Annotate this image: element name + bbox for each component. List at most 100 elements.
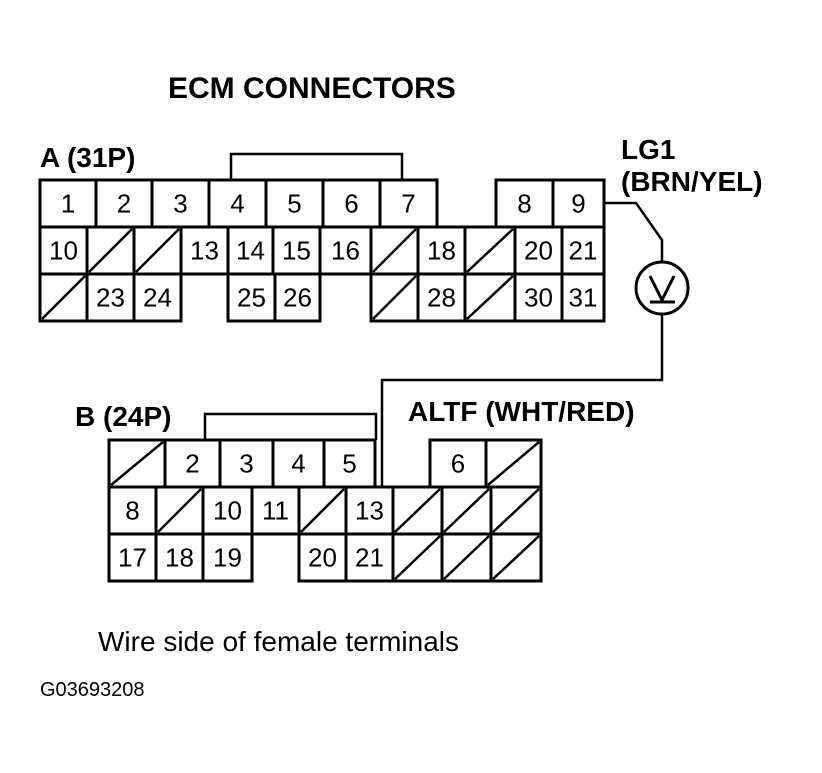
- connector-b-pin-cell: 6: [428, 438, 488, 489]
- connector-a-pin-number: 31: [569, 283, 598, 313]
- unused-terminal-slash: [372, 275, 417, 320]
- connector-a-pin-cell: 28: [416, 272, 467, 323]
- connector-b-unused-cell: [154, 485, 205, 536]
- connector-b-pin-number: 21: [355, 543, 384, 573]
- connector-a-unused-cell: [38, 272, 89, 323]
- connector-b-unused-cell: [484, 438, 543, 489]
- connector-b-pin-cell: 20: [297, 532, 348, 583]
- connector-b-unused-cell: [391, 532, 444, 583]
- connector-a-pin-number: 8: [517, 189, 531, 219]
- connector-b-pin-cell: 17: [107, 532, 158, 583]
- connector-a-label: A (31P): [40, 142, 135, 173]
- unused-terminal-slash: [492, 488, 540, 533]
- connector-b-pin-number: 20: [308, 543, 337, 573]
- connector-a-pin-cell: 31: [560, 272, 606, 323]
- connector-a-pin-cell: 20: [513, 225, 564, 276]
- connector-b-pin-cell: 8: [107, 485, 158, 536]
- lg1-label: LG1: [621, 134, 675, 165]
- connector-b-pin-cell: 21: [344, 532, 395, 583]
- connector-a-unused-cell: [463, 272, 517, 323]
- connector-b-pin-number: 2: [185, 449, 199, 479]
- connector-b-pin-number: 18: [165, 543, 194, 573]
- unused-terminal-slash: [110, 441, 164, 486]
- connector-b-pin-cell: 3: [218, 438, 275, 489]
- connector-a-pin-cell: 13: [179, 225, 230, 276]
- connector-a-pin-cell: 24: [132, 272, 183, 323]
- connector-b-pin-number: 17: [118, 543, 147, 573]
- connector-a-pin-number: 23: [96, 283, 125, 313]
- connector-a-unused-cell: [369, 272, 420, 323]
- connector-a-pin-cell: 18: [416, 225, 467, 276]
- connector-a-pin-number: 16: [331, 236, 360, 266]
- unused-terminal-slash: [466, 228, 514, 273]
- altf-label: ALTF (WHT/RED): [408, 396, 635, 427]
- connector-a-pin-number: 20: [524, 236, 553, 266]
- connector-b-pin-number: 4: [291, 449, 305, 479]
- connector-a-pin-cell: 30: [513, 272, 564, 323]
- connector-a-pin-number: 14: [236, 236, 265, 266]
- connector-a-pin-cell: 25: [226, 272, 277, 323]
- connector-b-pin-number: 11: [262, 496, 289, 526]
- connector-b-pin-number: 13: [355, 496, 384, 526]
- connector-a-pin-cell: 21: [560, 225, 606, 276]
- connector-b-pin-cell: 5: [322, 438, 377, 489]
- connector-a-unused-cell: [132, 225, 183, 276]
- connector-b-pin-cell: 10: [201, 485, 254, 536]
- connector-b-unused-cell: [107, 438, 167, 489]
- connector-a-pin-cell: 14: [226, 225, 275, 276]
- connector-b-unused-cell: [489, 532, 543, 583]
- connector-a-pin-number: 25: [237, 283, 266, 313]
- connector-a-pin-number: 24: [143, 283, 172, 313]
- connector-a-pin-cell: 5: [264, 178, 325, 229]
- connector-a-pin-number: 26: [283, 283, 312, 313]
- connector-b-pin-cell: 4: [271, 438, 326, 489]
- connector-a-pin-number: 18: [427, 236, 456, 266]
- connector-a-pin-number: 2: [117, 189, 131, 219]
- connector-a-pin-cell: 16: [318, 225, 373, 276]
- unused-terminal-slash: [372, 228, 417, 273]
- caption: Wire side of female terminals: [98, 626, 459, 657]
- connector-a-pin-number: 7: [401, 189, 415, 219]
- connector-b-label: B (24P): [75, 401, 171, 432]
- connector-a-pin-cell: 9: [551, 178, 606, 229]
- lg1-wire-color: (BRN/YEL): [621, 166, 763, 197]
- unused-terminal-slash: [157, 488, 202, 533]
- connector-b-pin-number: 5: [342, 449, 356, 479]
- unused-terminal-slash: [394, 535, 441, 580]
- connector-b-pin-number: 10: [213, 496, 242, 526]
- altf-test-lead: [380, 314, 664, 487]
- connector-a-unused-cell: [85, 225, 136, 276]
- connector-a-pin-cell: 15: [271, 225, 322, 276]
- connector-a-pin-cell: 4: [207, 178, 268, 229]
- connector-b-unused-cell: [297, 485, 348, 536]
- connector-a-pin-cell: 2: [94, 178, 154, 229]
- connector-a-pin-cell: 7: [378, 178, 439, 229]
- connector-a-pin-number: 3: [173, 189, 187, 219]
- connector-a-unused-cell: [463, 225, 517, 276]
- connector-a-pin-number: 30: [524, 283, 553, 313]
- unused-terminal-slash: [394, 488, 441, 533]
- voltmeter-icon: [634, 260, 690, 316]
- connector-a-lock-tab: [229, 152, 404, 180]
- unused-terminal-slash: [443, 535, 490, 580]
- connector-b-pin-number: 3: [239, 449, 253, 479]
- connector-a-pin-cell: 23: [85, 272, 136, 323]
- connector-b-pin-number: 8: [125, 496, 139, 526]
- connector-a-pin-number: 9: [571, 189, 585, 219]
- connector-b-unused-cell: [391, 485, 444, 536]
- unused-terminal-slash: [41, 275, 86, 320]
- connector-a-pin-number: 5: [287, 189, 301, 219]
- connector-b-pin-cell: 11: [250, 485, 301, 536]
- connector-a-pin-cell: 6: [321, 178, 382, 229]
- connector-a-pin-number: 6: [344, 189, 358, 219]
- connector-b-lock-tab: [203, 412, 378, 440]
- connector-b-pin-cell: 18: [154, 532, 205, 583]
- connector-a-pin-cell: 10: [38, 225, 89, 276]
- unused-terminal-slash: [492, 535, 540, 580]
- connector-b-pin-number: 6: [451, 449, 465, 479]
- connector-a-unused-cell: [369, 225, 420, 276]
- connector-a-pin-cell: 8: [494, 178, 555, 229]
- unused-terminal-slash: [487, 441, 540, 486]
